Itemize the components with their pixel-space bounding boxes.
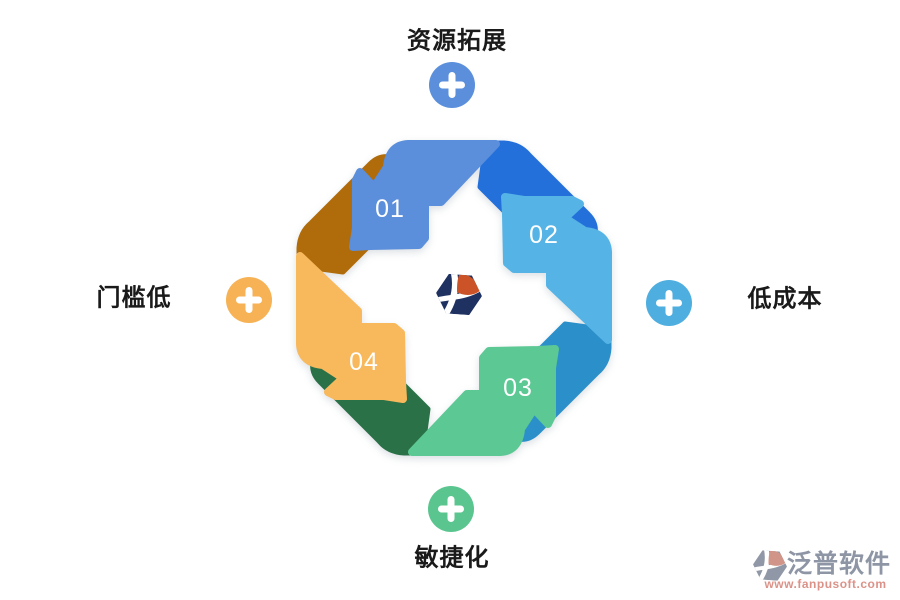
watermark: 泛普软件 www.fanpusoft.com bbox=[753, 548, 898, 591]
step-number-4: 04 bbox=[349, 348, 379, 376]
step-number-1: 01 bbox=[375, 195, 405, 223]
plus-icon-right bbox=[646, 280, 692, 326]
step-number-2: 02 bbox=[529, 221, 559, 249]
watermark-logo-icon bbox=[753, 549, 787, 582]
center-logo-hexagon bbox=[436, 273, 482, 316]
watermark-brand-text: 泛普软件 bbox=[787, 551, 892, 579]
plus-icon-bottom bbox=[428, 486, 474, 532]
watermark-url: www.fanpusoft.com bbox=[764, 577, 887, 591]
label-right: 低成本 bbox=[747, 285, 823, 313]
cycle-arrows-graphic: 01 02 03 04 bbox=[290, 130, 620, 466]
step-number-3: 03 bbox=[503, 374, 533, 402]
plus-icon-left bbox=[226, 277, 272, 323]
logo-orange-petal bbox=[457, 273, 482, 295]
plus-icon-top bbox=[429, 62, 475, 108]
label-top: 资源拓展 bbox=[407, 27, 507, 55]
label-left: 门槛低 bbox=[96, 284, 172, 312]
label-bottom: 敏捷化 bbox=[414, 544, 490, 572]
